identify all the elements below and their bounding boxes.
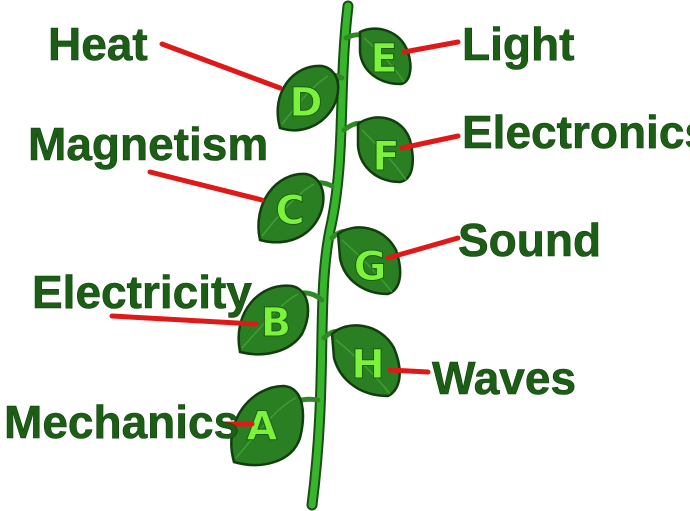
connector-c (147, 169, 265, 203)
leaf-d: D (276, 64, 345, 132)
connector-f (399, 133, 461, 151)
leaf-a: A (230, 384, 321, 467)
leaf-c-letter: C (275, 188, 304, 234)
label-electronics: Electronics (462, 106, 690, 158)
leaf-e: E (343, 27, 412, 86)
leaf-h-shape (330, 324, 401, 398)
label-sound: Sound (458, 214, 601, 266)
label-waves: Waves (432, 352, 576, 404)
leaf-g-letter: G (354, 244, 387, 290)
leaf-e-letter: E (370, 36, 397, 82)
leaf-f: F (341, 116, 414, 184)
label-electricity: Electricity (32, 266, 252, 318)
leaf-b: B (237, 284, 325, 356)
label-mechanics: Mechanics (4, 396, 239, 448)
connector-e (401, 39, 461, 55)
topic-labels: Heat Magnetism Electricity Mechanics Lig… (4, 18, 690, 449)
leaf-c-shape (257, 172, 325, 244)
leaf-f-shape (356, 116, 414, 184)
label-heat: Heat (48, 18, 148, 70)
leaf-h: H (321, 324, 401, 398)
leaf-d-shape (276, 64, 340, 132)
label-magnetism: Magnetism (28, 118, 268, 170)
connector-h (387, 367, 431, 375)
connector-g (385, 235, 461, 261)
vine-stem (306, 0, 354, 511)
leaf-h-letter: H (351, 342, 384, 388)
connector-d (159, 41, 283, 91)
leaf-e-shape (358, 27, 412, 86)
leaf-g: G (329, 226, 402, 296)
connector-lines (109, 39, 461, 427)
label-light: Light (462, 18, 574, 70)
connector-b (109, 313, 259, 327)
leaf-a-letter: A (247, 404, 278, 450)
leaf-c: C (257, 172, 335, 244)
leaf-f-letter: F (372, 134, 399, 180)
leaf-d-letter: D (289, 80, 322, 126)
leaf-b-shape (237, 284, 310, 356)
leaf-b-letter: B (261, 300, 292, 346)
leaf-g-shape (336, 226, 402, 296)
